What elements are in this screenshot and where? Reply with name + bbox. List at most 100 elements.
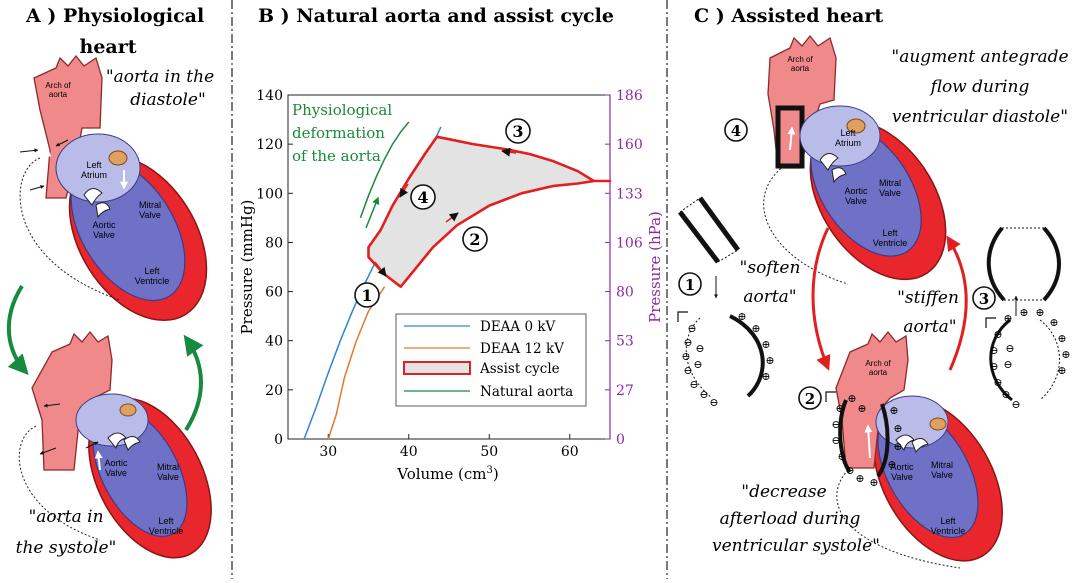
flow-arrow-icon bbox=[864, 424, 873, 459]
legend-label-natural-aorta: Natural aorta bbox=[480, 384, 573, 400]
pulmonary-vein bbox=[119, 403, 137, 417]
step-markers: 1 2 3 4 bbox=[354, 118, 531, 308]
y-tick-label: 120 bbox=[256, 137, 283, 153]
positive-charge-icon: ⊕ bbox=[847, 392, 856, 405]
step-marker-3-label: 3 bbox=[979, 290, 989, 308]
y-tick-label: 100 bbox=[256, 186, 283, 202]
step-marker-4 bbox=[410, 184, 436, 210]
y-tick-label: 0 bbox=[274, 432, 283, 448]
direction-arrow-icon bbox=[501, 147, 517, 157]
aortic-valve-leaflets bbox=[819, 153, 847, 184]
positive-charge-icon: ⊕ bbox=[1061, 348, 1070, 361]
step-marker-2 bbox=[798, 386, 822, 410]
dotted-outline bbox=[18, 425, 101, 541]
segment-wall bbox=[697, 196, 741, 252]
aorta-stiff-schematic bbox=[986, 226, 1061, 302]
heart-systole-illustration: Mitral Valve Aortic Valve Left Ventricle bbox=[18, 330, 212, 559]
label-arch-2: aorta bbox=[791, 64, 810, 73]
legend-label-deaa-0kv: DEAA 0 kV bbox=[480, 319, 556, 335]
step-marker-3 bbox=[972, 286, 996, 310]
negative-charge-icon: ⊖ bbox=[837, 450, 846, 463]
cycle-arrow-up-icon bbox=[946, 235, 968, 371]
quote-soften-line2: aorta" bbox=[743, 287, 796, 307]
segment-edge bbox=[679, 197, 701, 213]
pulmonary-vein bbox=[929, 417, 947, 431]
step-marker-1-label: 1 bbox=[685, 276, 695, 294]
x-tick-label: 30 bbox=[319, 444, 337, 460]
quote-augment-line1: "augment antegrade bbox=[891, 47, 1068, 67]
legend-label-assist-cycle: Assist cycle bbox=[479, 361, 560, 377]
label-mitral-2: Valve bbox=[139, 210, 161, 220]
negative-charge-icon: ⊖ bbox=[989, 360, 998, 373]
label-aortic-2: Valve bbox=[105, 468, 127, 478]
step-marker-1 bbox=[678, 272, 702, 296]
positive-charge-icon: ⊕ bbox=[737, 310, 746, 323]
label-aortic-2: Valve bbox=[891, 472, 913, 482]
panel-a: A ) Physiological heart Arch of aorta Le… bbox=[7, 5, 214, 559]
negative-charge-icon: ⊖ bbox=[845, 464, 854, 477]
x-tick-label: 40 bbox=[400, 444, 418, 460]
flow-arrow-icon bbox=[94, 450, 103, 471]
segment-edge bbox=[717, 249, 739, 263]
legend-label-deaa-12kv: DEAA 12 kV bbox=[480, 341, 564, 357]
label-lv-1: Left bbox=[940, 516, 956, 526]
step-marker-4-label: 4 bbox=[417, 188, 428, 207]
right-tick-label: 160 bbox=[616, 137, 643, 153]
positive-charge-icon: ⊕ bbox=[1057, 332, 1066, 345]
step-marker-2-label: 2 bbox=[469, 230, 480, 249]
label-aortic-1: Aortic bbox=[844, 186, 868, 196]
label-mitral-2: Valve bbox=[931, 470, 953, 480]
quote-decrease-line1: "decrease bbox=[741, 482, 826, 502]
y-tick-label: 40 bbox=[265, 334, 283, 350]
label-left-atrium-2: Atrium bbox=[835, 138, 861, 148]
charged-electrode-heart: ⊖⊖⊖⊖⊖⊕⊕⊕⊕⊕⊕⊕⊕ bbox=[831, 392, 902, 489]
negative-charge-icon: ⊖ bbox=[689, 378, 698, 391]
negative-charge-icon: ⊖ bbox=[683, 336, 692, 349]
positive-charge-icon: ⊕ bbox=[761, 370, 770, 383]
annotation-line3: of the aorta bbox=[292, 147, 381, 165]
label-arch-2: aorta bbox=[869, 368, 888, 377]
direction-arrow-icon bbox=[374, 261, 387, 277]
quote-diastole-line1: "aorta in the bbox=[106, 67, 214, 87]
label-left-atrium-2: Atrium bbox=[81, 170, 107, 180]
assist-device-wall bbox=[838, 399, 852, 474]
quote-soften-line1: "soften bbox=[740, 258, 801, 278]
label-mitral-1: Mitral bbox=[157, 462, 179, 472]
positive-charge-icon: ⊕ bbox=[893, 440, 902, 453]
heart-diastole-illustration: Arch of aorta Left Atrium Mitral Valve A… bbox=[19, 54, 208, 322]
pressure-arrow-icon bbox=[19, 148, 39, 153]
series-natural-aorta bbox=[359, 121, 410, 219]
label-lv-1: Left bbox=[144, 266, 160, 276]
positive-charge-icon: ⊕ bbox=[889, 404, 898, 417]
charged-electrode-soften: ⊖⊖⊖⊖⊖⊖⊖⊖⊖⊕⊕⊕⊕⊕ bbox=[677, 310, 775, 409]
label-left-atrium-1: Left bbox=[840, 128, 856, 138]
quote-systole-line1: "aorta in bbox=[28, 507, 103, 527]
label-arch-1: Arch of bbox=[787, 55, 813, 64]
right-tick-label: 106 bbox=[616, 235, 643, 251]
assisted-heart-systole: Arch of aorta Mitral Valve Aortic Valve … bbox=[831, 330, 1003, 569]
aortic-valve-leaflets bbox=[895, 434, 929, 454]
negative-charge-icon: ⊖ bbox=[699, 388, 708, 401]
step-marker-3-label: 3 bbox=[512, 122, 523, 141]
panel-c-title: C ) Assisted heart bbox=[694, 5, 883, 27]
step-marker-1 bbox=[354, 282, 380, 308]
aorta-segment-schematic bbox=[678, 196, 741, 264]
panel-a-title-line1: A ) Physiological bbox=[25, 5, 204, 27]
direction-arrow-icon bbox=[399, 183, 409, 198]
electrode-wall bbox=[729, 314, 765, 398]
negative-charge-icon: ⊖ bbox=[693, 358, 702, 371]
panel-c: C ) Assisted heart "augment antegrade fl… bbox=[677, 5, 1071, 569]
quote-decrease-line3: ventricular systole" bbox=[712, 536, 880, 556]
x-tick-label: 60 bbox=[561, 444, 579, 460]
pressure-arrow-icon bbox=[85, 441, 99, 449]
electrode-wall bbox=[989, 318, 1013, 402]
pulmonary-vein bbox=[846, 118, 866, 134]
positive-charge-icon: ⊕ bbox=[893, 422, 902, 435]
label-lv-2: Ventricle bbox=[873, 238, 908, 248]
negative-charge-icon: ⊖ bbox=[993, 376, 1002, 389]
label-mitral-2: Valve bbox=[879, 188, 901, 198]
